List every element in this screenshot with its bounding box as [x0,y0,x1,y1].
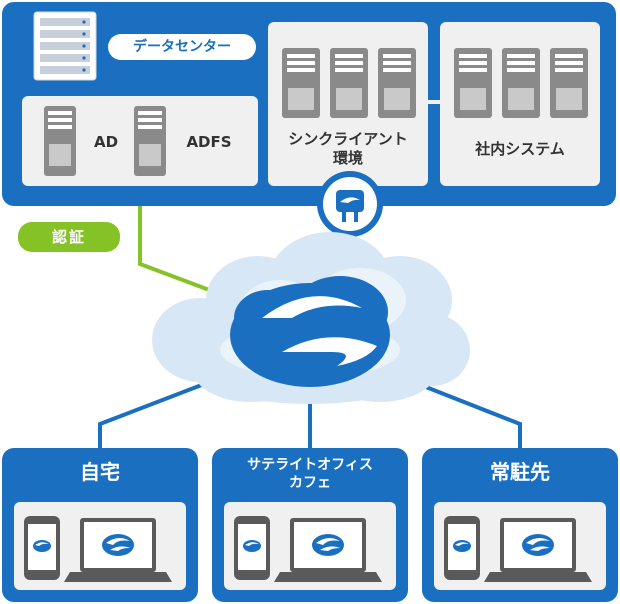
auth-label: 認証 [18,222,120,252]
client-site-devices-panel [434,502,606,590]
home-connection-line [98,374,226,450]
internal-system-panel [440,22,600,186]
location-satellite-label: サテライトオフィス カフェ [247,457,373,491]
thin-client-label: シンクライアント 環境 [288,130,408,167]
home-devices-panel [14,502,186,590]
satellite-devices-panel [224,502,396,590]
location-client-site-label: 常駐先 [490,460,550,484]
panel-link [428,100,440,104]
client-site-connection-line [397,374,522,450]
ad-label: AD [93,133,119,151]
datacenter-title: データセンター [108,34,256,60]
internal-system-label: 社内システム [475,140,565,158]
adfs-label: ADFS [186,133,232,151]
auth-connection-line [138,178,213,293]
location-home-label: 自宅 [80,460,120,484]
